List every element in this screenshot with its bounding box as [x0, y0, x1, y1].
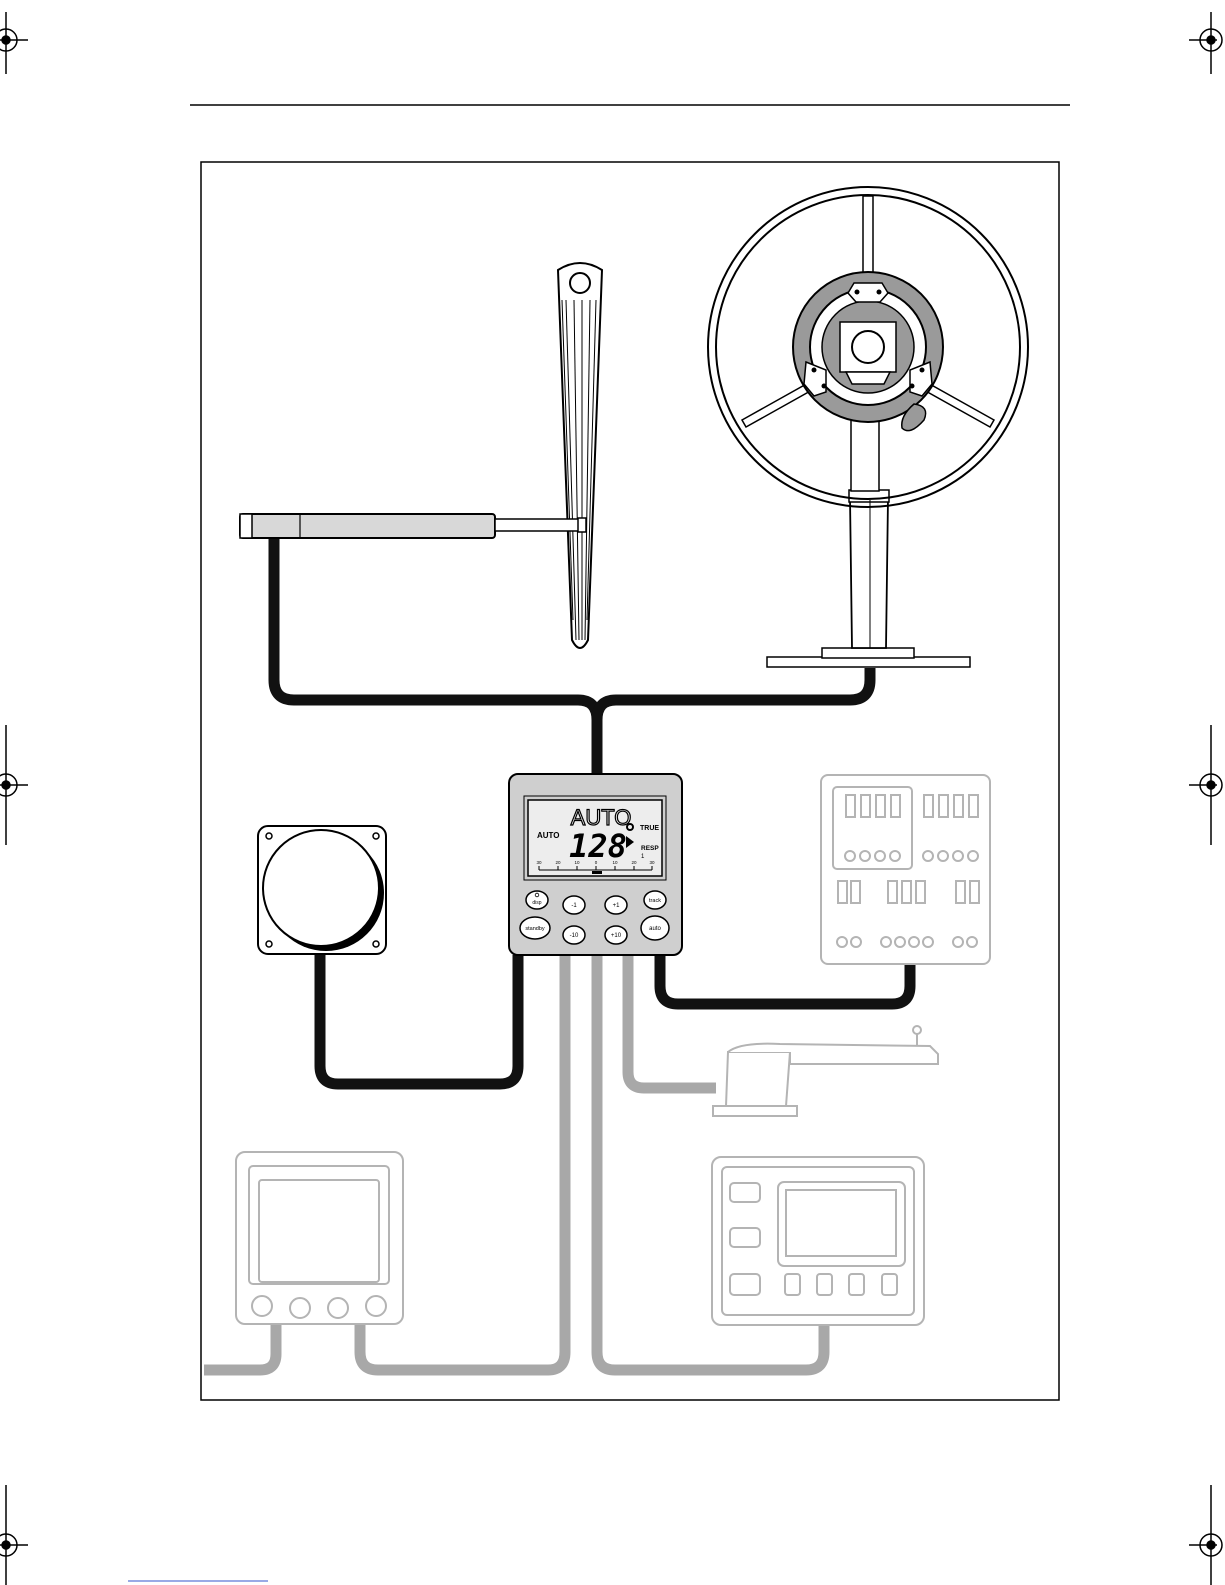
crosshair-circle-icon: [0, 12, 28, 74]
tiller-pin-hole: [570, 273, 590, 293]
crosshair-circle-icon: [1189, 12, 1222, 74]
plus-10-button[interactable]: +10: [605, 926, 627, 944]
lcd-resp-label: RESP: [641, 845, 659, 852]
scale-tick-label: 20: [631, 860, 637, 865]
scale-tick-label: 10: [574, 860, 580, 865]
crosshair-circle-icon: [0, 725, 28, 845]
crosshair-circle-icon: [0, 1485, 28, 1585]
disp-button[interactable]: disp: [526, 891, 548, 909]
lcd-mode-side: AUTO: [537, 831, 560, 840]
svg-text:standby: standby: [525, 926, 545, 932]
svg-text:auto: auto: [649, 926, 661, 932]
crosshair-circle-icon: [1189, 1485, 1222, 1585]
instrument-display: [236, 1152, 403, 1324]
crosshair-circle-icon: [1189, 725, 1222, 845]
svg-text:-1: -1: [571, 903, 577, 909]
chart-plotter: [712, 1157, 924, 1325]
svg-text:-10: -10: [570, 933, 579, 939]
plus-1-button[interactable]: +1: [605, 896, 627, 914]
standby-button[interactable]: standby: [520, 917, 550, 939]
scale-tick-label: 20: [555, 860, 561, 865]
course-computer-icon: [821, 775, 990, 964]
compass-icon: [258, 826, 386, 954]
minus-1-button[interactable]: -1: [563, 896, 585, 914]
svg-text:disp: disp: [532, 900, 541, 906]
scale-tick-label: 10: [612, 860, 618, 865]
scale-tick-label: 30: [649, 860, 655, 865]
minus-10-button[interactable]: -10: [563, 926, 585, 944]
svg-text:+1: +1: [613, 903, 621, 909]
auto-button[interactable]: auto: [641, 916, 669, 940]
autopilot-controller: AUTO AUTO 128 TRUE RESP 1 30 20 10 0 10 …: [509, 774, 682, 955]
fluxgate-compass: [258, 826, 386, 954]
scale-tick-label: 30: [536, 860, 542, 865]
lcd-true-label: TRUE: [640, 825, 659, 832]
svg-text:track: track: [649, 898, 661, 904]
track-button[interactable]: track: [644, 891, 666, 909]
course-computer: [821, 775, 990, 964]
svg-text:+10: +10: [611, 933, 622, 939]
